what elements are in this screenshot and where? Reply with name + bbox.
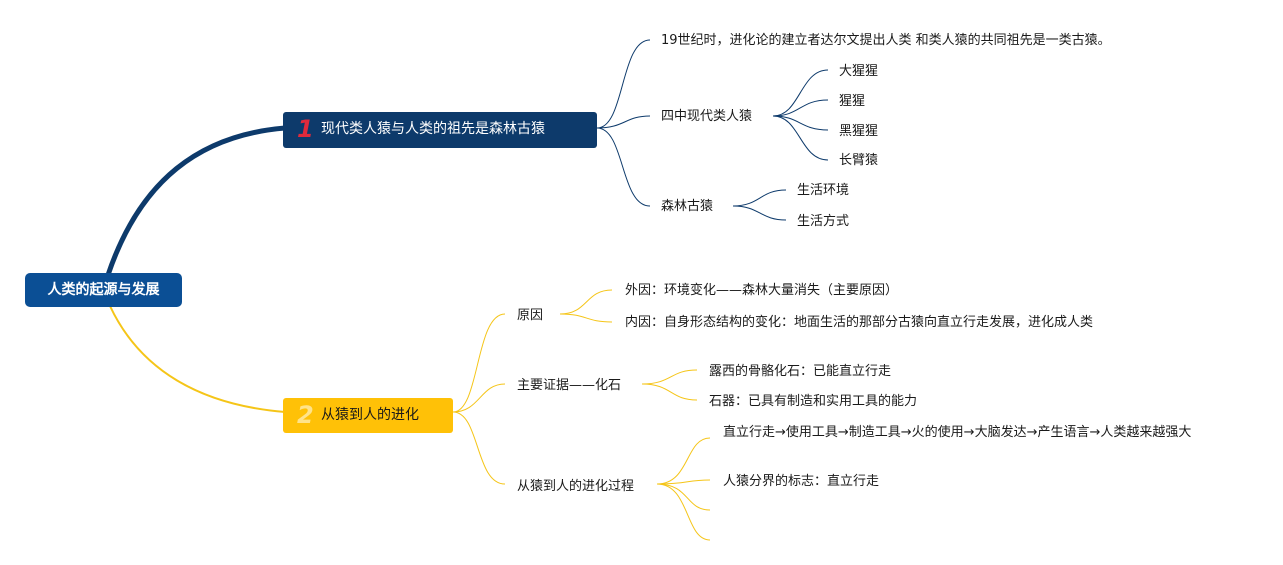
branch-number-2: 2	[297, 401, 314, 429]
connector-root-branch2	[109, 305, 286, 413]
topic-internal-cause[interactable]: 内因：自身形态结构的变化：地面生活的那部分古猿向直立行走发展，进化成人类	[625, 315, 1094, 330]
topic-forest-ape[interactable]: 森林古猿	[661, 199, 714, 214]
branch-topic-2[interactable]: 2 从猿到人的进化	[283, 398, 453, 433]
topic-living-style[interactable]: 生活方式	[797, 214, 850, 229]
branch-label-2: 从猿到人的进化	[321, 407, 419, 423]
topic-modern-apes[interactable]: 四中现代类人猿	[661, 109, 753, 124]
branch-number-1: 1	[297, 115, 314, 143]
topic-human-ape-boundary[interactable]: 人猿分界的标志：直立行走	[723, 474, 880, 489]
topic-evolution-chain[interactable]: 直立行走→使用工具→制造工具→火的使用→大脑发达→产生语言→人类越来越强大	[723, 425, 1192, 440]
connector-root-branch1	[105, 125, 286, 276]
connectors-branch1	[596, 39, 829, 221]
topic-lucy-fossil[interactable]: 露西的骨骼化石：已能直立行走	[709, 364, 892, 379]
branch-topic-1[interactable]: 1 现代类人猿与人类的祖先是森林古猿	[283, 112, 597, 148]
topic-evolution-process[interactable]: 从猿到人的进化过程	[517, 479, 635, 494]
root-topic[interactable]: 人类的起源与发展	[25, 273, 182, 307]
topic-stone-tools[interactable]: 石器：已具有制造和实用工具的能力	[709, 394, 918, 409]
connectors-branch2	[452, 289, 711, 541]
topic-gorilla[interactable]: 大猩猩	[839, 64, 879, 79]
topic-darwin[interactable]: 19世纪时，进化论的建立者达尔文提出人类 和类人猿的共同祖先是一类古猿。	[661, 33, 1111, 48]
branch-label-1: 现代类人猿与人类的祖先是森林古猿	[321, 121, 545, 137]
topic-chimpanzee[interactable]: 黑猩猩	[839, 124, 879, 139]
topic-living-environment[interactable]: 生活环境	[797, 183, 850, 198]
topic-cause[interactable]: 原因	[517, 308, 544, 323]
topic-orangutan[interactable]: 猩猩	[839, 94, 866, 109]
topic-external-cause[interactable]: 外因：环境变化——森林大量消失（主要原因）	[625, 283, 899, 298]
topic-evidence-fossils[interactable]: 主要证据——化石	[517, 378, 622, 393]
topic-gibbon[interactable]: 长臂猿	[839, 153, 879, 168]
